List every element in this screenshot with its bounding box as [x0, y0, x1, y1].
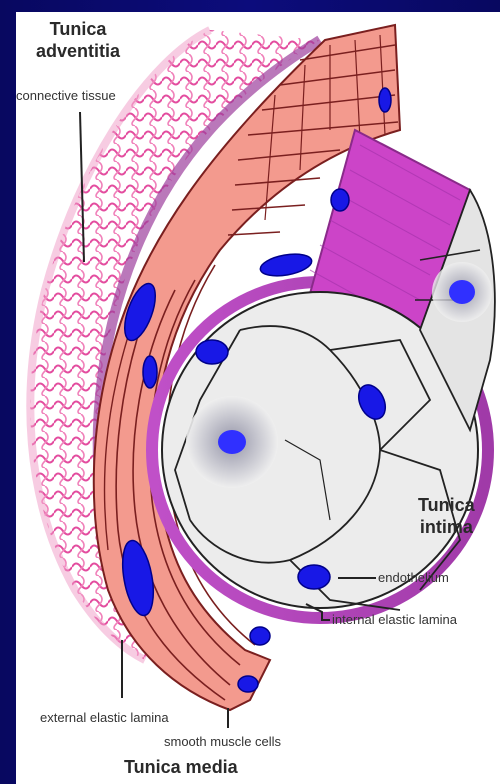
external-elastic-lamina-label: external elastic lamina [40, 710, 169, 725]
tunica-adventitia-line2: adventitia [36, 40, 120, 62]
tunica-intima-line2: intima [418, 516, 475, 538]
tunica-intima-label: Tunica intima [418, 494, 475, 538]
connective-tissue-label: connective tissue [16, 88, 116, 103]
tunica-intima-line1: Tunica [418, 494, 475, 516]
tunica-adventitia-label: Tunica adventitia [36, 18, 120, 62]
tunica-adventitia-line1: Tunica [36, 18, 120, 40]
tunica-media-label: Tunica media [124, 756, 238, 778]
endothelium-label: endothelium [378, 570, 449, 585]
smooth-muscle-cells-label: smooth muscle cells [164, 734, 281, 749]
internal-elastic-lamina-label: internal elastic lamina [332, 612, 457, 627]
